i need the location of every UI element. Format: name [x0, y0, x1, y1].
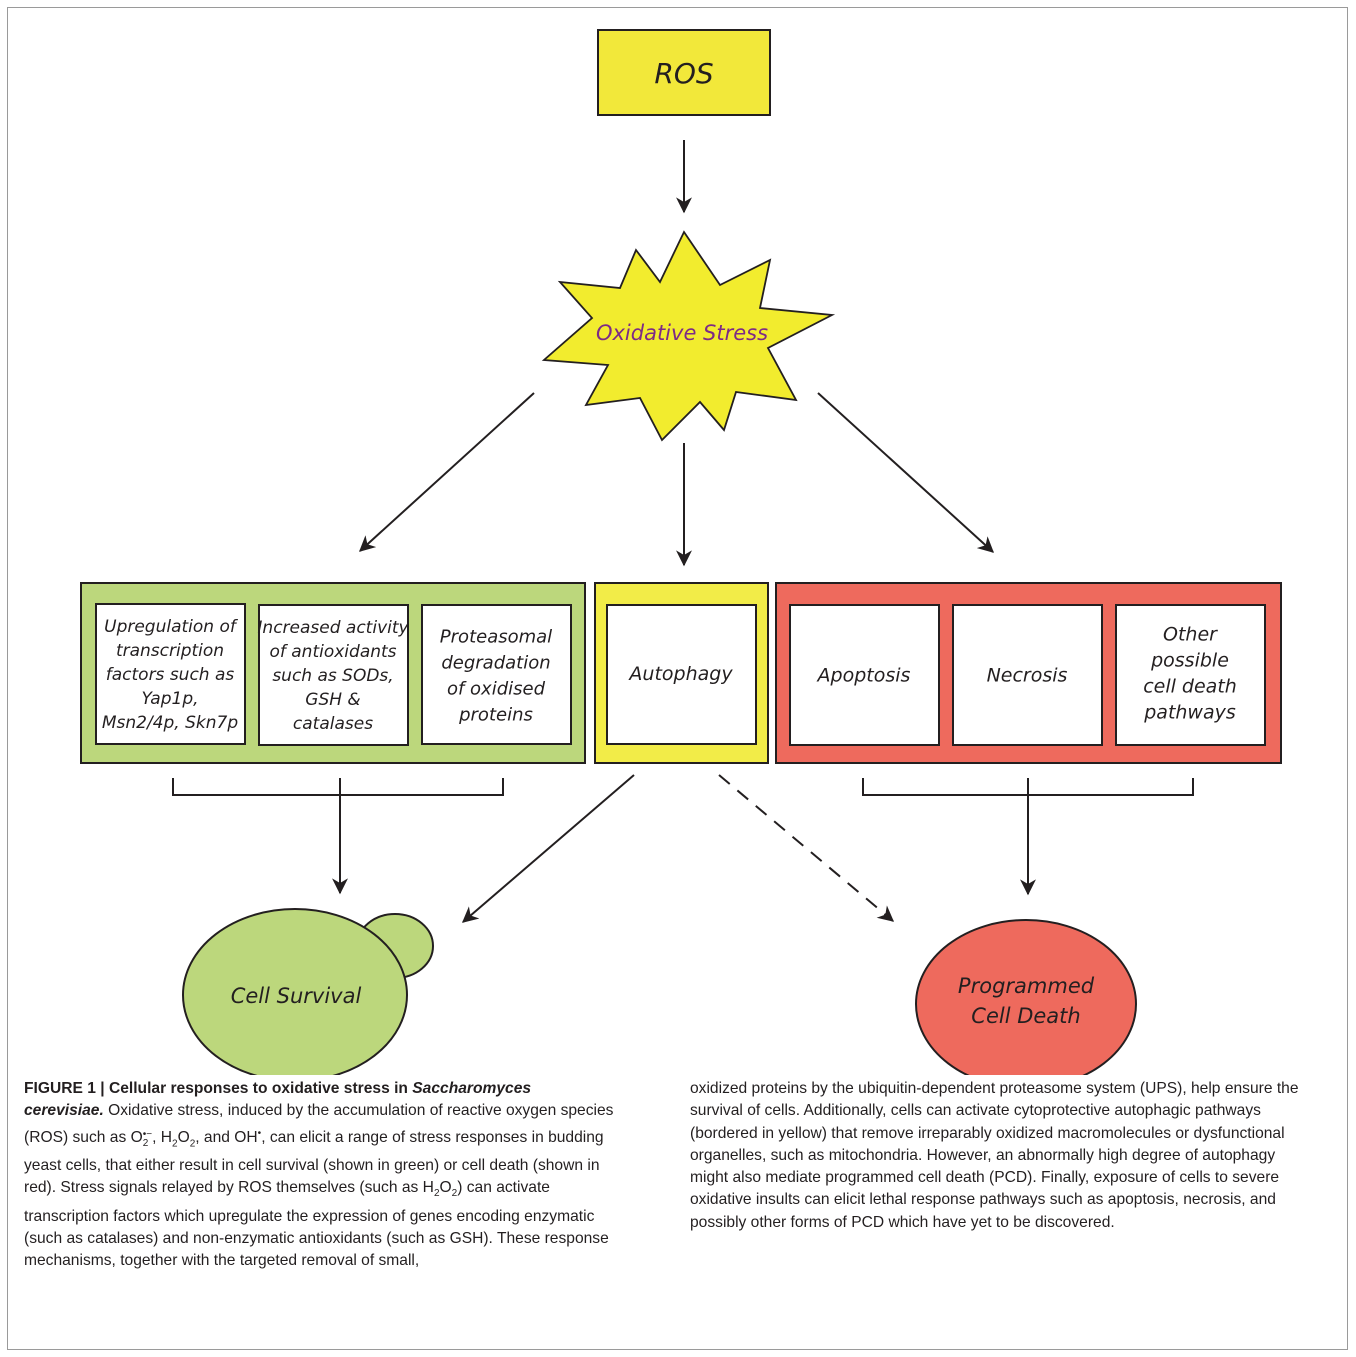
box-label-line: Upregulation of [104, 617, 239, 637]
ros-label: ROS [654, 57, 713, 90]
caption-right-text: oxidized proteins by the ubiquitin-depen… [690, 1080, 1299, 1231]
box-label-line: Increased activity [257, 618, 409, 638]
oxidative-stress-node: Oxidative Stress [541, 230, 836, 442]
survival-box-proteasomal [421, 604, 572, 745]
survival-responses-group: Upregulation of transcription factors such… [80, 582, 586, 764]
survival-box-proteasomal-text: Proteasomal degradation of oxidised protein… [440, 626, 552, 725]
caption-right-column: oxidized proteins by the ubiquitin-depen… [690, 1078, 1300, 1234]
box-label-line: degradation [441, 652, 550, 673]
box-label-line: pathways [1143, 702, 1236, 724]
caption-text-7: ) can activate transcription factors whi… [24, 1179, 609, 1270]
caption-text-1: Oxidative stress, induced by the accumul… [24, 1102, 614, 1146]
ros-node: ROS [597, 29, 771, 116]
survival-bracket [172, 778, 504, 895]
caption-left-column: FIGURE 1 | Cellular responses to oxidati… [24, 1080, 614, 1270]
caption-text-6: O [439, 1179, 452, 1197]
autophagy-group: Autophagy [594, 582, 769, 764]
caption-text-4: , and OH [195, 1128, 258, 1146]
box-label-line: Necrosis [987, 665, 1068, 687]
species-name: Saccharomyces cerevisiae. [24, 1080, 532, 1120]
arrow-stress-to-survival [359, 392, 535, 552]
survival-box-transcription-text: Upregulation of transcription factors such… [102, 617, 239, 733]
box-label-line: such as SODs, [272, 666, 393, 686]
arrow-autophagy-to-survival [461, 774, 635, 923]
box-label-line: Msn2/4p, Skn7p [102, 713, 238, 733]
death-box-other-text: Other possible cell death pathways [1143, 624, 1237, 724]
box-label-line: Apoptosis [816, 665, 911, 687]
box-label-line: Other [1163, 624, 1218, 646]
box-label-line: Yap1p, [141, 689, 198, 709]
survival-box-antioxidants-text: Increased activity of antioxidants such as… [257, 618, 409, 734]
caption-text-5: , can elicit a range of stress responses… [24, 1128, 604, 1197]
arrow-stress-to-death [817, 392, 994, 553]
oxidative-stress-diagram: ROS Oxidative Stress Upregulation of tran… [80, 29, 1282, 1075]
caption-text-3: O [177, 1128, 190, 1146]
box-label-line: of oxidised [447, 678, 546, 699]
arrow-autophagy-to-death-dashed [718, 774, 895, 922]
box-label-line: cell death [1143, 676, 1237, 698]
death-box-other [1115, 604, 1266, 746]
autophagy-label: Autophagy [627, 663, 733, 685]
box-label-line: Proteasomal [440, 626, 552, 647]
death-box-necrosis-text: Necrosis [987, 665, 1068, 687]
death-box-apoptosis [789, 604, 940, 746]
programmed-cell-death-node: Programmed Cell Death [915, 919, 1137, 1075]
caption-text-2: , H [152, 1128, 172, 1146]
death-box-apoptosis-text: Apoptosis [816, 665, 911, 687]
box-label-line: of antioxidants [269, 642, 396, 662]
figure-title: FIGURE 1 | Cellular responses to oxidati… [24, 1080, 413, 1097]
death-box-necrosis [952, 604, 1103, 746]
survival-box-antioxidants [258, 604, 409, 746]
pcd-label-line2: Cell Death [971, 1004, 1080, 1028]
box-label-line: factors such as [106, 665, 235, 685]
superoxide-scripts: •−2 [142, 1128, 153, 1149]
figure-frame [7, 7, 1348, 1350]
box-label-line: transcription [116, 641, 224, 661]
pcd-label-line1: Programmed [958, 974, 1095, 998]
cell-survival-node: Cell Survival [182, 908, 434, 1075]
box-label-line: catalases [293, 714, 373, 734]
box-label-line: GSH & [305, 690, 360, 710]
cell-survival-label: Cell Survival [231, 984, 362, 1008]
oxidative-stress-label: Oxidative Stress [596, 321, 768, 345]
box-label-line: possible [1150, 650, 1229, 672]
cell-death-group: Apoptosis Necrosis Other possible cell dea… [775, 582, 1282, 764]
death-bracket [862, 778, 1194, 896]
autophagy-box [606, 604, 757, 745]
box-label-line: proteins [458, 704, 533, 725]
survival-box-transcription [95, 603, 246, 745]
